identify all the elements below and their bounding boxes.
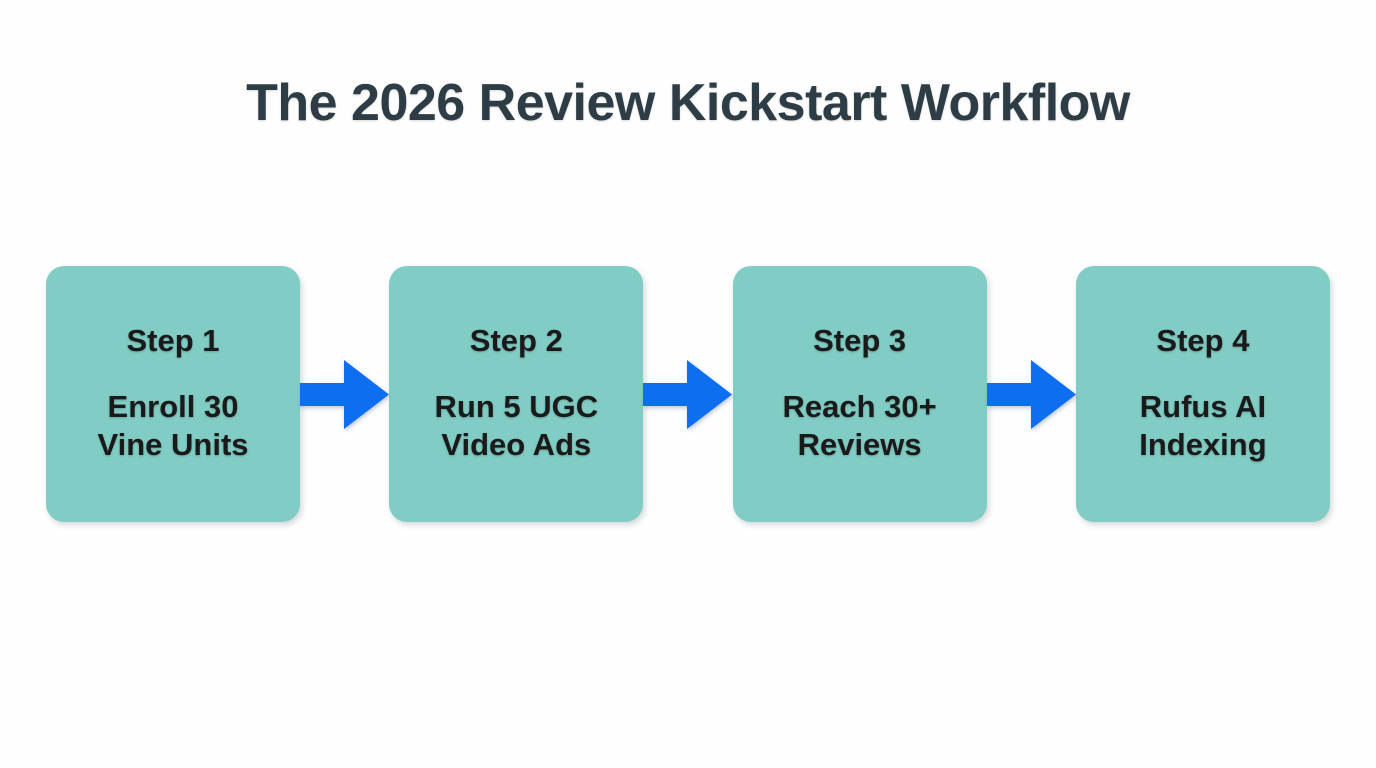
step-2-description-line-1: Run 5 UGC <box>434 388 599 424</box>
step-1-description-line-2: Vine Units <box>97 426 249 462</box>
step-1-description: Enroll 30 Vine Units <box>97 388 248 464</box>
arrow-right-icon <box>986 357 1076 432</box>
step-box-2[interactable]: Step 2 Run 5 UGC Video Ads <box>389 266 644 522</box>
flow-arrow-3 <box>986 357 1076 432</box>
step-3-description-line-2: Reviews <box>797 426 922 462</box>
step-2-label: Step 2 <box>469 322 563 358</box>
page-title: The 2026 Review Kickstart Workflow <box>246 74 1130 132</box>
arrow-right-icon <box>643 357 733 432</box>
flow-arrow-2 <box>643 357 733 432</box>
step-box-3[interactable]: Step 3 Reach 30+ Reviews <box>732 266 987 522</box>
step-1-description-line-1: Enroll 30 <box>107 388 239 424</box>
step-1-label: Step 1 <box>126 322 220 358</box>
step-box-1[interactable]: Step 1 Enroll 30 Vine Units <box>46 266 300 522</box>
flow-arrow-1 <box>300 357 390 432</box>
step-4-description-line-2: Indexing <box>1139 426 1267 462</box>
step-4-description: Rufus AI Indexing <box>1139 388 1266 464</box>
step-box-4[interactable]: Step 4 Rufus AI Indexing <box>1075 266 1330 522</box>
step-3-description-line-1: Reach 30+ <box>782 388 937 424</box>
step-4-description-line-1: Rufus AI <box>1139 388 1267 424</box>
step-3-description: Reach 30+ Reviews <box>783 388 937 464</box>
step-2-description-line-2: Video Ads <box>441 426 592 462</box>
step-2-description: Run 5 UGC Video Ads <box>435 388 599 464</box>
step-3-label: Step 3 <box>813 322 907 358</box>
arrow-right-icon <box>300 357 390 432</box>
workflow-flow-row: Step 1 Enroll 30 Vine Units Step 2 Run 5… <box>46 266 1330 522</box>
step-4-label: Step 4 <box>1156 322 1250 358</box>
